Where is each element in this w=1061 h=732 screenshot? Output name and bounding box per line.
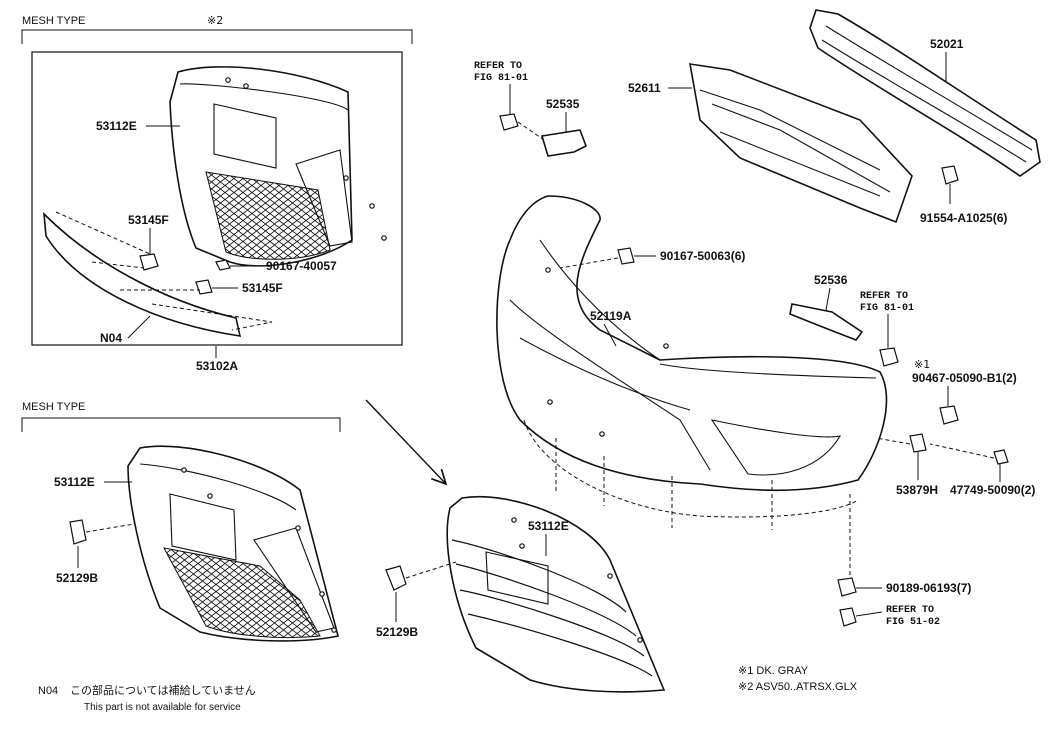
assembly-lines-bumper	[523, 419, 859, 582]
refer-top-line1: REFER TO	[474, 61, 522, 72]
legend-note-1: ※1 DK. GRAY	[738, 665, 809, 677]
mark-90467: ※1	[914, 358, 930, 371]
mesh-type-bottom-group: MESH TYPE 53112E 52129B	[21, 401, 341, 642]
mesh-type-bottom-bracket	[21, 417, 341, 432]
assembly-lines-top	[55, 211, 273, 331]
assembly-line-47749	[929, 443, 995, 459]
bolt-90167-40057[interactable]	[215, 259, 231, 271]
bolt-90167-50063[interactable]	[617, 247, 635, 265]
assembly-line-90167-50063	[559, 257, 619, 269]
label-52611: 52611	[628, 81, 661, 95]
clip-52129b-left[interactable]	[69, 519, 87, 545]
clip-53145f-upper[interactable]	[139, 253, 159, 271]
label-90189: 90189-06193(7)	[886, 581, 971, 595]
label-53145f-upper: 53145F	[128, 213, 169, 227]
label-53112e-center: 53112E	[528, 519, 569, 533]
reinforcement-52021-ribs	[821, 25, 1033, 163]
bolt-91554[interactable]	[941, 165, 959, 185]
label-53145f-lower: 53145F	[242, 281, 283, 295]
label-52536: 52536	[814, 273, 848, 287]
label-47749: 47749-50090(2)	[950, 483, 1035, 497]
bumper-cover-52119a[interactable]	[496, 195, 888, 492]
label-53879h: 53879H	[896, 483, 938, 497]
clip-90189[interactable]	[837, 577, 857, 597]
grille-53112e-bottom[interactable]	[127, 445, 339, 642]
assembly-line-52535	[517, 121, 545, 141]
label-n04: N04	[100, 331, 122, 345]
leader-52536	[825, 287, 831, 311]
nut-refer-top[interactable]	[499, 113, 519, 131]
nut-refer-mid[interactable]	[879, 347, 899, 367]
mesh-type-top-note-mark: ※2	[207, 14, 223, 27]
refer-mid-line2: FIG 81-01	[860, 303, 914, 314]
mesh-type-top-group: MESH TYPE ※2 53112E 53145F 90167-40057	[21, 14, 413, 373]
assembly-line-52129b-left	[85, 523, 135, 533]
screw-47749[interactable]	[993, 449, 1009, 465]
assembly-line-52129b-center	[405, 561, 457, 579]
grille-53112e-center[interactable]	[446, 496, 666, 693]
leader-52119a	[603, 323, 617, 347]
bracket-52535[interactable]	[540, 129, 588, 157]
label-52119a: 52119A	[590, 309, 632, 323]
label-90167-50063: 90167-50063(6)	[660, 249, 745, 263]
mesh-type-top-frame	[31, 51, 403, 346]
note-n04-japanese: この部品については補給していません	[70, 683, 256, 697]
refer-top-line2: FIG 81-01	[474, 73, 528, 84]
absorber-52611-ribs	[699, 89, 891, 197]
label-52129b-center: 52129B	[376, 625, 418, 639]
label-53112e-bottom: 53112E	[54, 475, 95, 489]
screw-refer-bottom[interactable]	[839, 607, 857, 627]
mesh-type-top-bracket	[21, 29, 413, 44]
label-52021: 52021	[930, 37, 964, 51]
mesh-type-bottom-label: MESH TYPE	[22, 401, 85, 413]
label-52535: 52535	[546, 97, 580, 111]
label-52129b-left: 52129B	[56, 571, 98, 585]
grille-53112e-top[interactable]	[169, 66, 387, 267]
clip-52129b-center[interactable]	[385, 565, 407, 591]
refer-bottom-line2: FIG 51-02	[886, 617, 940, 628]
note-n04-code: N04	[38, 685, 58, 697]
label-90167-40057: 90167-40057	[266, 259, 337, 273]
absorber-52611[interactable]	[689, 63, 913, 224]
label-53102a: 53102A	[196, 359, 238, 373]
fastener-90467[interactable]	[939, 405, 959, 425]
label-90467: 90467-05090-B1(2)	[912, 371, 1017, 385]
note-n04-english: This part is not available for service	[84, 702, 241, 713]
bracket-52536[interactable]	[789, 303, 864, 341]
lower-strip-53102a[interactable]	[43, 211, 242, 337]
legend-note-2: ※2 ASV50..ATRSX.GLX	[738, 681, 858, 693]
leader-n04	[127, 315, 151, 339]
mesh-type-top-label: MESH TYPE	[22, 15, 85, 27]
retainer-53879h[interactable]	[909, 433, 927, 453]
label-91554: 91554-A1025(6)	[920, 211, 1007, 225]
assembly-arrow	[365, 399, 446, 484]
assembly-line-53879h	[875, 437, 911, 445]
refer-mid-line1: REFER TO	[860, 291, 908, 302]
leader-refer-bottom	[855, 611, 883, 617]
label-53112e-top: 53112E	[96, 119, 137, 133]
refer-bottom-line1: REFER TO	[886, 605, 934, 616]
clip-53145f-lower[interactable]	[195, 279, 213, 295]
